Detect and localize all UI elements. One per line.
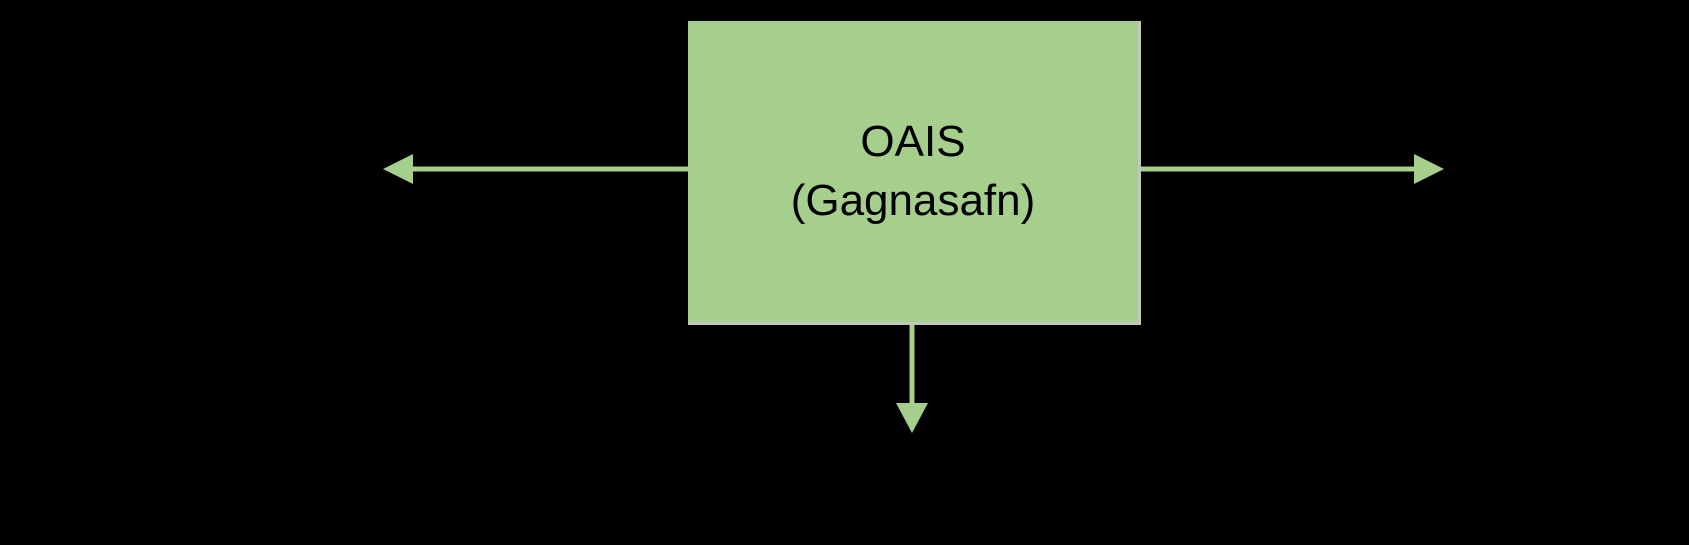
box-title-line2: (Gagnasafn) <box>790 175 1036 225</box>
down-arrow-icon <box>896 320 928 433</box>
box-title-line1: OAIS <box>860 116 966 166</box>
left-arrow-icon <box>383 154 688 184</box>
oais-box: OAIS (Gagnasafn) <box>688 21 1141 325</box>
right-arrow-icon <box>1138 154 1444 184</box>
box-title: OAIS (Gagnasafn) <box>791 113 1036 231</box>
